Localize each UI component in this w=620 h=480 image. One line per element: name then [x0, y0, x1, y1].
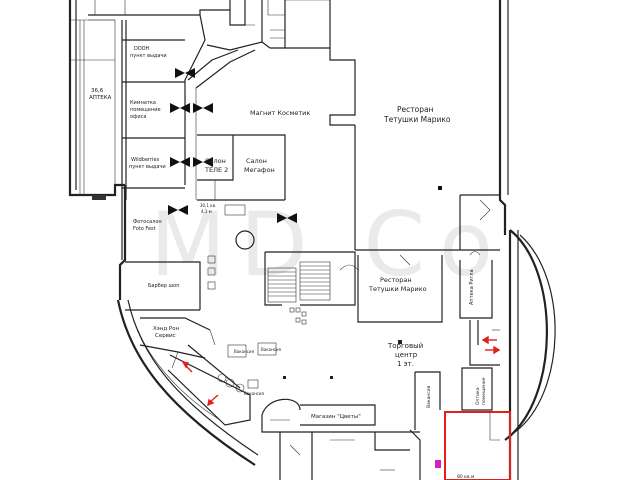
stair-block — [264, 251, 359, 325]
label-area-red: 80 кв.м — [457, 474, 474, 480]
top-left-shops — [79, 0, 286, 260]
entrance-arrows — [181, 335, 501, 407]
label-vacant-small: Вакансия — [426, 385, 432, 408]
door-symbols — [168, 68, 297, 223]
label-cosmetics: Магнит Косметик — [250, 109, 310, 117]
label-pharmacy-rigla: Аптека Ригла — [469, 269, 475, 305]
label-ddn: DDDН пункт выдачи — [130, 46, 167, 59]
label-kimnatka: Кимнатка помещение офиса — [130, 100, 162, 120]
label-hand-pon: Хэнд Рон Сервис — [153, 326, 181, 339]
label-restaurant-mid: Ресторан Тетушки Марико — [368, 276, 427, 293]
label-barber: Барбер шоп — [148, 283, 180, 289]
center-kiosks — [207, 204, 402, 389]
label-box3: Вакансия — [244, 391, 264, 396]
label-box1: Вакансия — [234, 349, 254, 354]
outer-walls — [68, 0, 556, 480]
label-area-small: 30,1 кв. 4,1 м — [200, 203, 218, 214]
watermark: MD Co — [150, 193, 507, 296]
right-lower-shops — [414, 320, 511, 480]
label-box2: Вакансия — [261, 347, 281, 352]
label-optics: Оптика помещение — [475, 377, 487, 405]
label-pharmacy: 36,6 АПТЕКА — [89, 88, 112, 101]
label-mall-center: Торговый центр 1 эт. — [387, 342, 425, 368]
restaurant-mid-block — [357, 251, 493, 323]
room-labels: 36,6 АПТЕКА DDDН пункт выдачи Кимнатка п… — [89, 46, 487, 480]
flowers-block — [261, 398, 376, 433]
label-restaurant-top: Ресторан Тетушки Марико — [383, 105, 451, 124]
label-salon-megafon: Салон Мегафон — [244, 157, 275, 174]
bottom-rooms — [279, 429, 421, 480]
restaurant-block — [285, 0, 500, 251]
marker-icon — [435, 460, 441, 468]
left-lower-shops — [125, 261, 251, 426]
label-salon-tele2: Салон ТЕЛЕ 2 — [204, 157, 228, 174]
label-flowers: Магазин "Цветы" — [311, 414, 361, 420]
label-wildberries: Wildberries пункт выдачи — [129, 157, 166, 170]
label-photosalon: Фотосалон Foto Fest — [133, 219, 163, 232]
salon-blocks — [197, 134, 286, 201]
